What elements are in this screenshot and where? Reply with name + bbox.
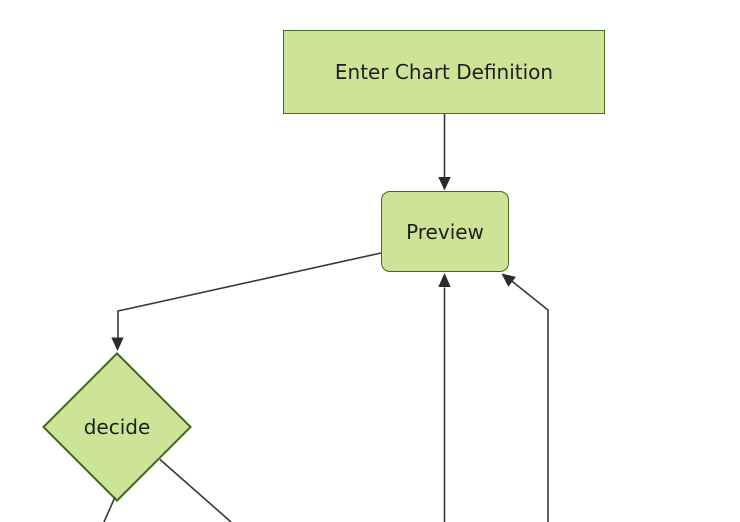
arrowhead-into-preview-top [438, 177, 451, 191]
node-decide-label: decide [83, 415, 151, 439]
arrowhead-into-preview-bottomright [501, 273, 516, 287]
edge-preview-to-decide-line [117, 252, 382, 338]
node-preview: Preview [381, 191, 509, 272]
edge-bottomright-to-preview-line [505, 275, 549, 522]
arrowhead-into-decide-top [111, 337, 124, 351]
arrowhead-into-preview-bottom [438, 273, 451, 287]
edge-decide-exit-left-line [103, 496, 116, 522]
node-preview-label: Preview [406, 219, 484, 244]
edge-decide-exit-right-line [159, 458, 232, 522]
node-enter-chart-definition: Enter Chart Definition [283, 30, 605, 114]
node-enter-chart-definition-label: Enter Chart Definition [334, 60, 554, 84]
